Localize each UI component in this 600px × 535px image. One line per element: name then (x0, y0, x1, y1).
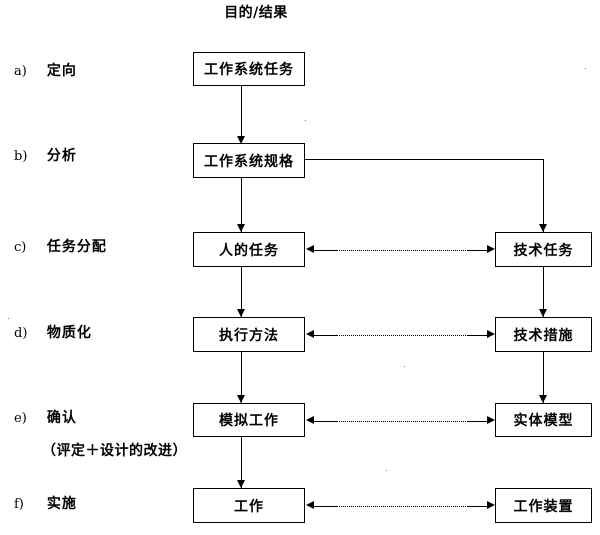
node-execution-method-label: 执行方法 (219, 327, 279, 344)
connector-spec-to-human-task-line (241, 178, 242, 232)
node-simulated-work[interactable]: 模拟工作 (193, 403, 305, 437)
connector-work-work-device-arrowhead-right (487, 501, 495, 509)
stage-key-d: d) (14, 326, 28, 341)
stage-text-d: 物质化 (46, 325, 92, 341)
connector-human-task-technical-task-stub-left (314, 249, 336, 251)
stage-text-a: 定向 (46, 63, 77, 79)
connector-human-task-technical-task-dotted (336, 249, 468, 251)
connector-execution-technical-measure-arrowhead-right (487, 330, 495, 338)
connector-execution-technical-measure-arrowhead-left (306, 330, 314, 338)
connector-spec-to-human-task-arrowhead (236, 224, 245, 232)
node-human-task[interactable]: 人的任务 (193, 232, 305, 267)
node-work-system-task-label: 工作系统任务 (204, 62, 294, 78)
connector-human-task-technical-task-stub-right (468, 249, 487, 251)
connector-work-work-device-dotted (336, 505, 468, 507)
node-execution-method[interactable]: 执行方法 (193, 317, 305, 352)
node-work-label: 工作 (234, 498, 264, 515)
connector-technical-measure-to-model-arrowhead (538, 395, 547, 403)
stage-label-d: d) 物质化 (14, 322, 189, 342)
node-simulated-work-label: 模拟工作 (219, 413, 279, 429)
node-human-task-label: 人的任务 (219, 242, 279, 259)
scan-speck (404, 366, 405, 367)
scan-speck (585, 68, 586, 69)
connector-task-to-spec-arrowhead (236, 136, 245, 144)
stage-text-c: 任务分配 (46, 239, 107, 255)
stage-key-e: e) (14, 411, 27, 426)
connector-simulated-physical-model-arrowhead-left (306, 416, 314, 424)
node-technical-measure[interactable]: 技术措施 (495, 317, 592, 352)
stage-label-a: a) 定向 (14, 60, 189, 80)
connector-execution-to-simulated-arrowhead (236, 395, 245, 403)
stage-key-a: a) (14, 64, 27, 79)
connector-execution-technical-measure-dotted (336, 334, 468, 336)
connector-simulated-to-work-line (241, 437, 242, 488)
connector-technical-measure-to-model-line (543, 352, 544, 403)
stage-text-f: 实施 (46, 496, 77, 512)
connector-simulated-physical-model-stub-right (468, 420, 487, 422)
node-work-device-label: 工作装置 (513, 498, 574, 515)
connector-technical-task-to-measure-arrowhead (538, 309, 547, 317)
connector-work-work-device-stub-right (468, 505, 487, 507)
connector-task-to-spec-line (241, 86, 242, 138)
stage-label-b: b) 分析 (14, 145, 189, 165)
stage-sublabel-e: （评定＋设计的改进） (42, 443, 187, 459)
node-technical-task[interactable]: 技术任务 (495, 232, 592, 267)
scan-speck (305, 120, 306, 121)
connector-human-task-technical-task-arrowhead-left (306, 245, 314, 253)
connector-simulated-physical-model-stub-left (314, 420, 336, 422)
stage-key-b: b) (14, 149, 28, 164)
connector-simulated-physical-model-arrowhead-right (487, 416, 495, 424)
connector-execution-technical-measure-stub-right (468, 334, 487, 336)
node-work-device[interactable]: 工作装置 (495, 488, 592, 523)
connector-work-work-device-arrowhead-left (306, 501, 314, 509)
stage-label-f: f) 实施 (14, 493, 189, 513)
stage-text-b: 分析 (46, 148, 77, 164)
stage-key-f: f) (14, 497, 24, 512)
node-physical-model[interactable]: 实体模型 (495, 403, 592, 437)
connector-execution-technical-measure-stub-left (314, 334, 336, 336)
stage-text-e: 确认 (46, 410, 77, 426)
connector-technical-task-to-measure-line (543, 267, 544, 317)
connector-simulated-to-work-arrowhead (236, 480, 245, 488)
connector-work-work-device-stub-left (314, 505, 336, 507)
scan-speck (8, 318, 9, 319)
stage-label-c: c) 任务分配 (14, 236, 189, 256)
node-technical-task-label: 技术任务 (513, 242, 574, 259)
connector-simulated-physical-model-dotted (336, 420, 468, 422)
connector-execution-to-simulated-line (241, 352, 242, 403)
node-work-system-spec[interactable]: 工作系统规格 (193, 143, 305, 178)
node-work-system-task[interactable]: 工作系统任务 (193, 52, 305, 86)
stage-key-c: c) (14, 240, 27, 255)
connector-spec-to-technical-task-horizontal (305, 159, 544, 160)
connector-spec-to-technical-task-arrowhead (538, 224, 547, 232)
scan-speck (386, 470, 387, 471)
stage-label-e: e) 确认 (14, 407, 189, 427)
connector-human-task-to-execution-arrowhead (236, 309, 245, 317)
connector-human-task-to-execution-line (241, 267, 242, 317)
node-physical-model-label: 实体模型 (513, 413, 574, 429)
connector-human-task-technical-task-arrowhead-right (487, 245, 495, 253)
node-technical-measure-label: 技术措施 (513, 327, 574, 344)
node-work-system-spec-label: 工作系统规格 (204, 153, 294, 170)
node-work[interactable]: 工作 (193, 488, 305, 523)
page-title: 目的/结果 (224, 5, 288, 21)
connector-spec-to-technical-task-vertical (543, 159, 544, 232)
